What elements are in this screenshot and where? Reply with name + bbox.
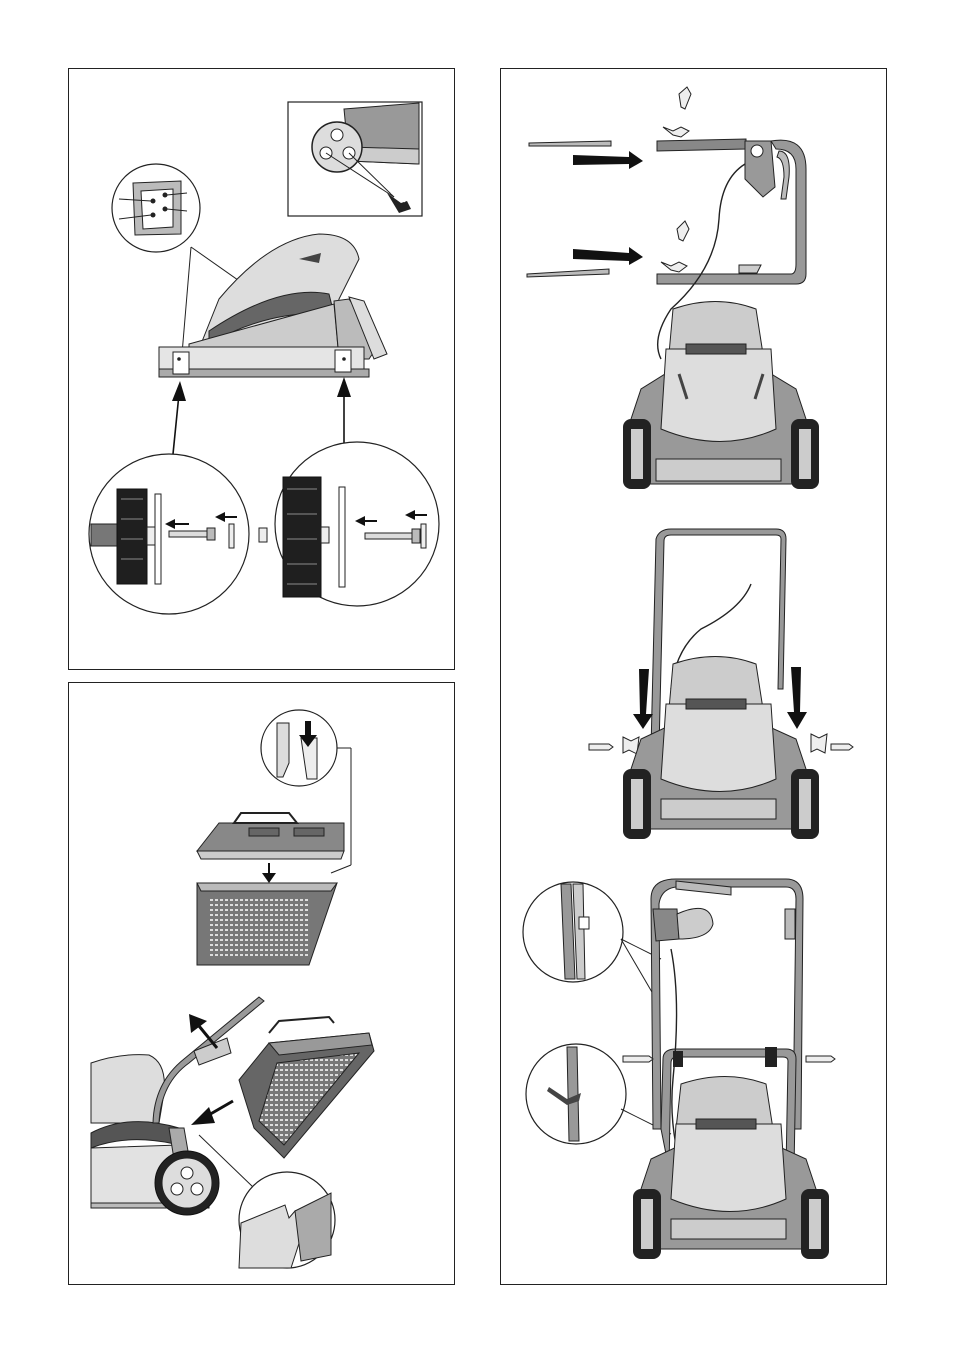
grass-box-lid bbox=[197, 813, 344, 859]
hubcap-inset bbox=[288, 102, 422, 216]
mower-front-view-1 bbox=[623, 302, 819, 490]
wheel-assembly-illustration bbox=[69, 69, 456, 671]
hinge-detail-circle bbox=[199, 1135, 335, 1268]
mower-body-side bbox=[159, 234, 387, 377]
handle-step-2 bbox=[589, 529, 853, 839]
grass-box-rear bbox=[239, 1017, 374, 1158]
cable-clip-detail-circle bbox=[523, 882, 661, 999]
wheel-detail-left bbox=[89, 454, 249, 614]
arrow-icon bbox=[262, 863, 276, 883]
panel-wheel-assembly bbox=[68, 68, 455, 670]
mower-rear-view bbox=[91, 997, 264, 1215]
wheel-detail-right bbox=[259, 442, 439, 606]
grass-box-basket bbox=[197, 883, 337, 965]
handle-assembly-illustration bbox=[501, 69, 888, 1286]
arrow-icon bbox=[172, 377, 351, 454]
panel-grass-box-assembly bbox=[68, 682, 455, 1285]
handle-step-3 bbox=[523, 879, 835, 1259]
arrow-icon bbox=[573, 151, 643, 265]
screw-icon bbox=[677, 87, 691, 241]
grass-box-illustration bbox=[69, 683, 456, 1286]
panel-handle-assembly bbox=[500, 68, 887, 1285]
handle-step-1 bbox=[527, 87, 819, 489]
